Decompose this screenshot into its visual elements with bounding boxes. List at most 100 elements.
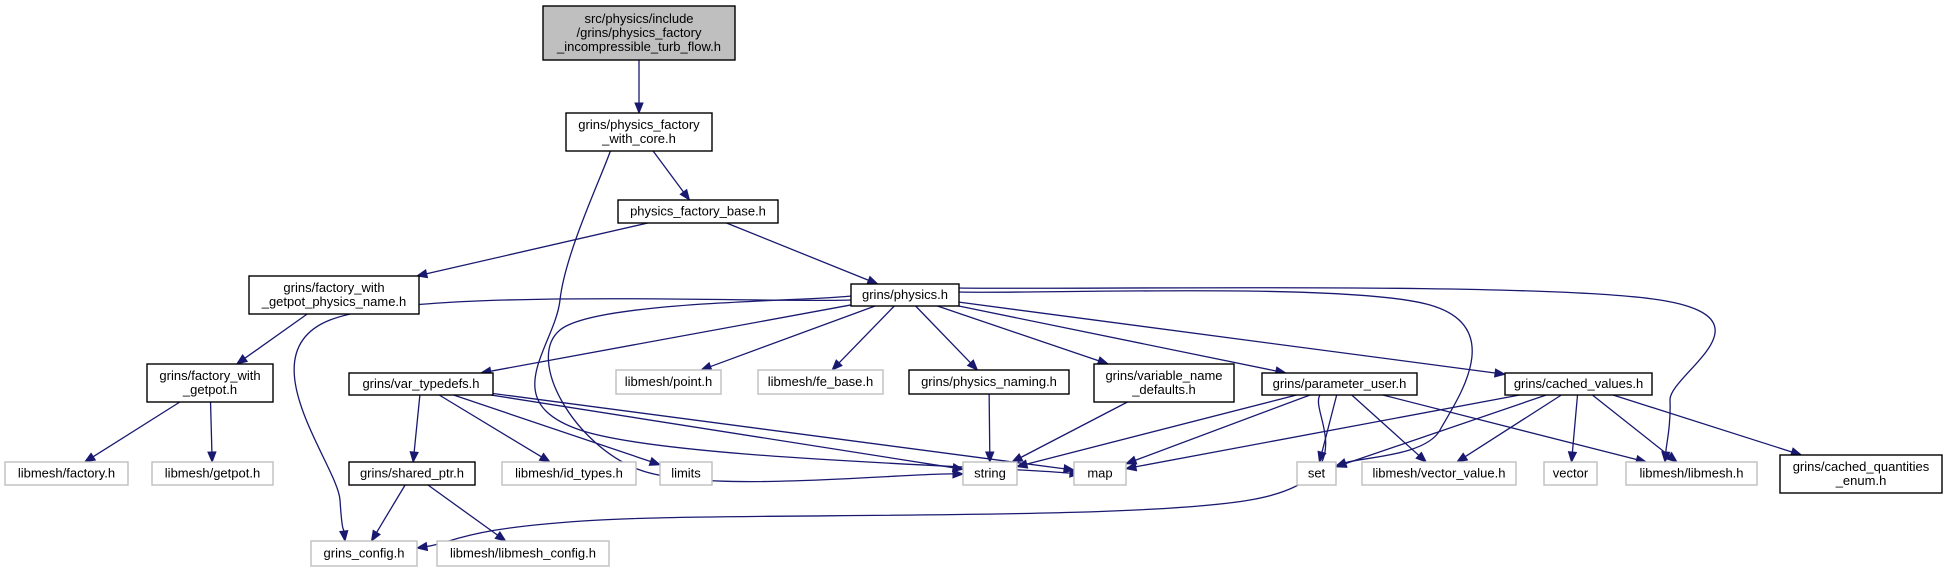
- edge-line: [1612, 394, 1793, 453]
- edge-line: [838, 305, 895, 364]
- arrowhead-icon: [1124, 455, 1138, 465]
- edge-fwgpn-to-fwg: [235, 313, 308, 365]
- node-label-line: grins/shared_ptr.h: [360, 466, 464, 481]
- node-paramuser[interactable]: grins/parameter_user.h: [1261, 372, 1418, 396]
- edge-root-to-core: [634, 60, 644, 115]
- node-string: string: [962, 461, 1018, 486]
- node-label-line: grins/cached_values.h: [1514, 376, 1643, 391]
- arrowhead-icon: [538, 452, 552, 463]
- node-box: [615, 369, 722, 395]
- node-cqenum[interactable]: grins/cached_quantities_enum.h: [1779, 454, 1943, 494]
- node-cached[interactable]: grins/cached_values.h: [1504, 372, 1653, 396]
- node-root[interactable]: src/physics/include/grins/physics_factor…: [542, 5, 736, 61]
- edge-line: [438, 394, 542, 458]
- edge-physics-to-cached: [958, 301, 1507, 378]
- node-label-line: set: [1308, 466, 1326, 481]
- node-limits: limits: [659, 461, 713, 486]
- arrowhead-icon: [679, 188, 691, 202]
- edge-line: [490, 304, 852, 372]
- edge-cached-to-libmesh: [1591, 394, 1679, 463]
- node-label-line: grins/physics.h: [862, 287, 948, 302]
- node-set: set: [1296, 461, 1337, 486]
- node-naming[interactable]: grins/physics_naming.h: [908, 369, 1070, 395]
- edge-line: [244, 313, 308, 359]
- node-getpot: libmesh/getpot.h: [151, 461, 274, 486]
- node-label-line: grins/factory_with: [159, 368, 260, 383]
- edge-line: [958, 305, 1277, 372]
- arrowhead-icon: [235, 354, 249, 365]
- edge-line: [1135, 394, 1311, 461]
- node-box: [757, 369, 884, 395]
- edge-line: [958, 301, 1496, 374]
- edge-core-to-map: [534, 140, 1082, 478]
- node-vartypedefs[interactable]: grins/var_typedefs.h: [348, 372, 494, 396]
- arrowhead-icon: [634, 102, 644, 115]
- node-label-line: _incompressible_turb_flow.h: [556, 39, 721, 54]
- arrowhead-icon: [966, 359, 979, 371]
- edge-line: [988, 393, 991, 453]
- edge-physics-to-febase: [831, 305, 895, 371]
- node-box: [659, 461, 713, 486]
- edge-physics-to-string: [547, 292, 965, 483]
- arrowhead-icon: [83, 452, 97, 463]
- edge-line: [209, 401, 213, 453]
- node-label-line: grins/physics_factory: [578, 117, 700, 132]
- node-physics[interactable]: grins/physics.h: [850, 283, 960, 307]
- node-fwgpn[interactable]: grins/factory_with_getpot_physics_name.h: [248, 275, 420, 315]
- node-box: [348, 461, 476, 486]
- arrowhead-icon: [1415, 451, 1428, 463]
- arrowhead-icon: [409, 451, 419, 464]
- edge-vartypedefs-to-map: [492, 392, 1076, 474]
- node-label-line: libmesh/vector_value.h: [1373, 466, 1506, 481]
- arrowhead-icon: [866, 275, 879, 285]
- node-box: [1073, 461, 1127, 486]
- edge-line: [1135, 394, 1520, 468]
- edge-cached-to-set: [1334, 394, 1547, 468]
- edge-paramuser-to-vectorvalue: [1351, 394, 1428, 463]
- edge-paramuser-to-string: [1015, 394, 1297, 469]
- node-sharedptr[interactable]: grins/shared_ptr.h: [348, 461, 476, 486]
- arrowhead-icon: [1317, 450, 1327, 464]
- node-label-line: _enum.h: [1835, 473, 1887, 488]
- node-box: [1625, 461, 1758, 486]
- arrowhead-icon: [951, 462, 965, 473]
- node-box: [146, 363, 274, 403]
- node-box: [4, 461, 129, 486]
- node-label-line: grins/physics_naming.h: [921, 374, 1057, 389]
- edge-line: [490, 394, 954, 469]
- edge-line: [492, 392, 1065, 470]
- edge-cached-to-map: [1124, 394, 1520, 472]
- node-idtypes: libmesh/id_types.h: [501, 461, 637, 486]
- node-fwg[interactable]: grins/factory_with_getpot.h: [146, 363, 274, 403]
- node-box: [1779, 454, 1943, 494]
- edge-vartypedefs-to-limits: [453, 394, 662, 466]
- node-base[interactable]: physics_factory_base.h: [617, 199, 779, 224]
- edge-line: [710, 305, 876, 368]
- edge-line: [1591, 394, 1670, 457]
- node-label-line: grins/var_typedefs.h: [362, 376, 479, 391]
- node-label-line: libmesh/point.h: [625, 374, 712, 389]
- arrowhead-icon: [952, 469, 965, 479]
- arrowhead-icon: [1062, 464, 1076, 474]
- edge-line: [426, 386, 1327, 548]
- arrowhead-icon: [1665, 451, 1679, 463]
- node-core[interactable]: grins/physics_factory_with_core.h: [565, 112, 713, 152]
- node-box: [501, 461, 637, 486]
- node-label-line: /grins/physics_factory: [577, 25, 702, 40]
- node-box: [1361, 461, 1517, 486]
- node-factory: libmesh/factory.h: [4, 461, 129, 486]
- node-label-line: grins/parameter_user.h: [1273, 376, 1407, 391]
- edge-line: [547, 292, 954, 483]
- edge-line: [1026, 394, 1297, 465]
- arrowhead-icon: [1124, 462, 1138, 472]
- edge-physics-to-vartypedefs: [479, 304, 852, 376]
- node-box: [1093, 363, 1235, 403]
- edge-core-to-base: [652, 150, 691, 202]
- node-box: [248, 275, 420, 315]
- node-varname[interactable]: grins/variable_name_defaults.h: [1093, 363, 1235, 403]
- arrowhead-icon: [1493, 368, 1507, 378]
- node-label-line: _getpot_physics_name.h: [261, 294, 407, 309]
- arrowhead-icon: [207, 451, 217, 464]
- node-label-line: limits: [671, 466, 701, 481]
- edge-cached-to-vector: [1567, 394, 1579, 464]
